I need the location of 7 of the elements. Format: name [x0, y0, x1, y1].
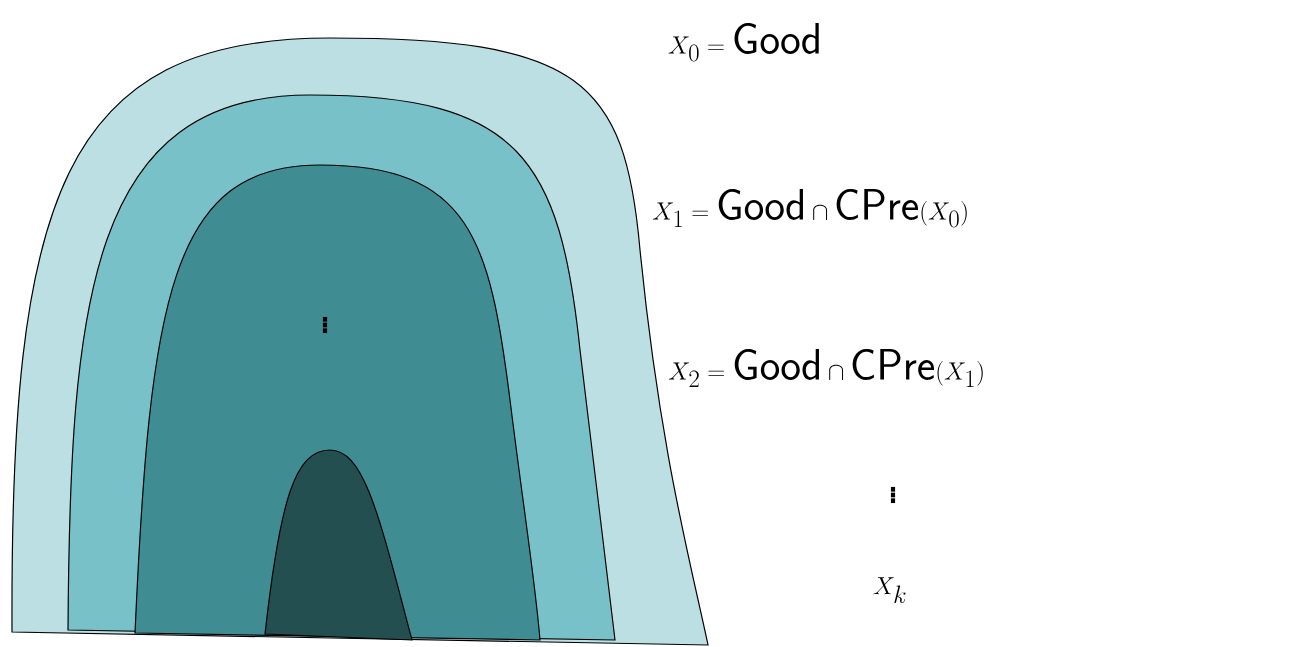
math-label: $X_0 = \mathsf{Good}$: [668, 23, 819, 62]
math-label: $X_1 = \mathsf{Good} \cap \mathsf{CPre}(X_0)$: [652, 189, 967, 228]
math-label: $\vdots$: [322, 316, 328, 334]
math-label: $X_2 = \mathsf{Good} \cap \mathsf{CPre}(X_1)$: [668, 349, 983, 387]
math-label: $\vdots$: [890, 486, 896, 504]
nested-region: [264, 449, 413, 641]
math-label: $X_k$: [873, 577, 906, 604]
